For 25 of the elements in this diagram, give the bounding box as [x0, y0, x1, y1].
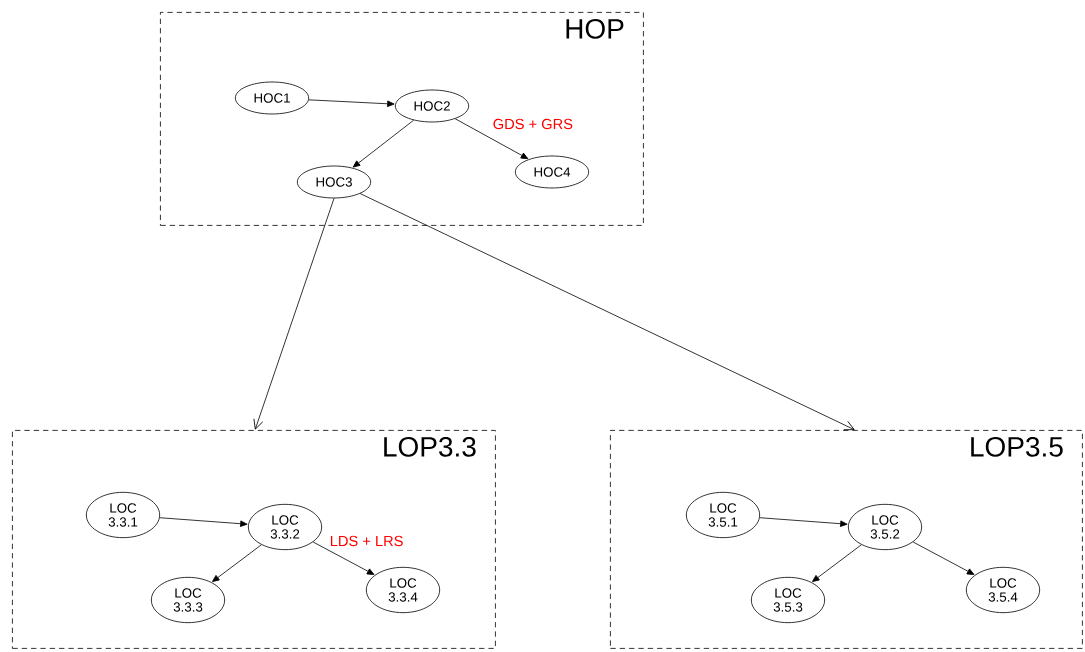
arrow [912, 541, 975, 575]
ellipse-node: LOC 3.5.4 [965, 566, 1041, 614]
arrow [812, 544, 862, 582]
ellipse-node: HOC4 [514, 155, 590, 189]
ellipse-node: LOC 3.3.3 [150, 576, 226, 624]
arrow [759, 517, 848, 527]
ellipse-node: HOC2 [394, 89, 470, 123]
ellipse-node: HOC3 [296, 165, 372, 199]
arrow [212, 544, 262, 582]
ellipse-node: HOC1 [234, 81, 310, 115]
arrow [352, 119, 415, 168]
arrow [159, 517, 248, 527]
arrow [312, 541, 375, 575]
ellipse-node: LOC 3.3.1 [85, 491, 161, 539]
note-label: LDS + LRS [330, 535, 403, 547]
arrow [253, 198, 335, 430]
arrow [359, 193, 855, 431]
ellipse-node: LOC 3.3.4 [365, 566, 441, 614]
ellipse-node: LOC 3.5.2 [847, 503, 923, 551]
ellipse-node: LOC 3.5.1 [685, 491, 761, 539]
ellipse-node: LOC 3.5.3 [750, 576, 826, 624]
ellipse-node: LOC 3.3.2 [247, 503, 323, 551]
note-label: GDS + GRS [493, 118, 573, 130]
arrow [308, 99, 395, 107]
arrow [454, 118, 529, 160]
